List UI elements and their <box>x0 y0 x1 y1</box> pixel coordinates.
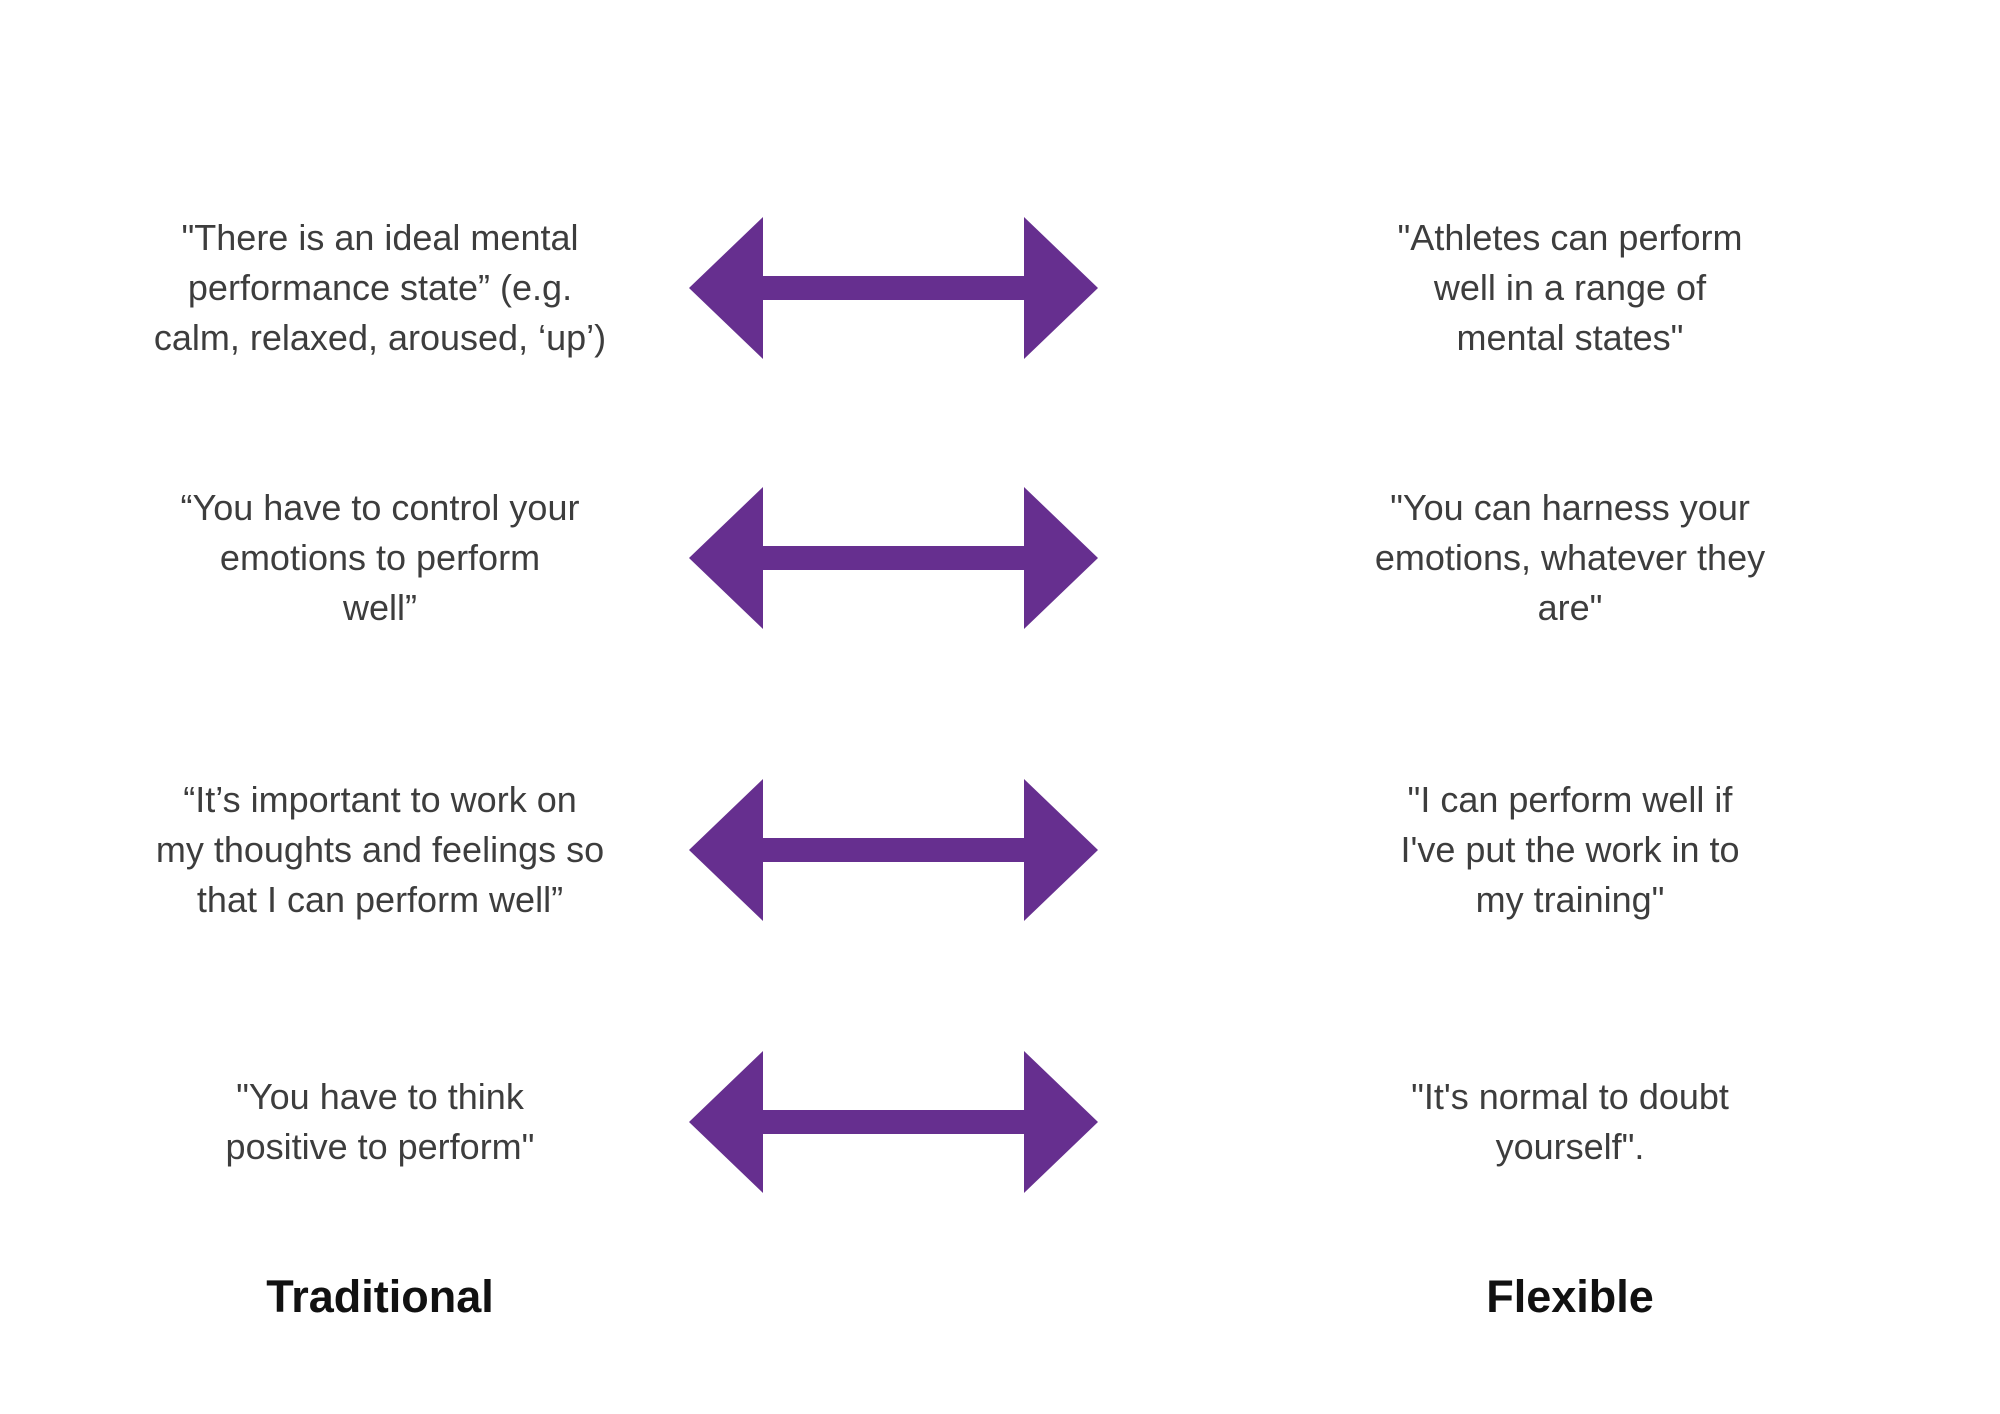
flexible-statement: "It's normal to doubt yourself". <box>1411 1076 1729 1167</box>
arrow-left-head <box>689 1051 763 1193</box>
flexible-statement: "You can harness your emotions, whatever… <box>1374 487 1766 628</box>
traditional-statement: “It’s important to work on my thoughts a… <box>155 779 605 920</box>
arrow-left-head <box>689 779 763 921</box>
flexible-statement: "I can perform well if I've put the work… <box>1400 779 1740 920</box>
traditional-statement: "You have to think positive to perform" <box>225 1076 535 1167</box>
traditional-label: Traditional <box>266 1271 494 1322</box>
traditional-statement: "There is an ideal mental performance st… <box>153 217 607 358</box>
arrow-right-head <box>1024 779 1098 921</box>
flexible-statement: "Athletes can perform well in a range of… <box>1397 217 1743 358</box>
arrow-left-head <box>689 217 763 359</box>
arrow-shaft <box>763 838 1024 862</box>
arrow-right-head <box>1024 487 1098 629</box>
double-arrow-icon <box>689 487 1098 629</box>
arrow-shaft <box>763 1110 1024 1134</box>
double-arrow-icon <box>689 1051 1098 1193</box>
arrow-right-head <box>1024 217 1098 359</box>
double-arrow-icon <box>689 217 1098 359</box>
arrow-shaft <box>763 276 1024 300</box>
arrow-left-head <box>689 487 763 629</box>
flexible-label: Flexible <box>1486 1271 1654 1322</box>
double-arrow-icon <box>689 779 1098 921</box>
arrow-right-head <box>1024 1051 1098 1193</box>
arrow-shaft <box>763 546 1024 570</box>
traditional-statement: “You have to control your emotions to pe… <box>180 487 580 628</box>
